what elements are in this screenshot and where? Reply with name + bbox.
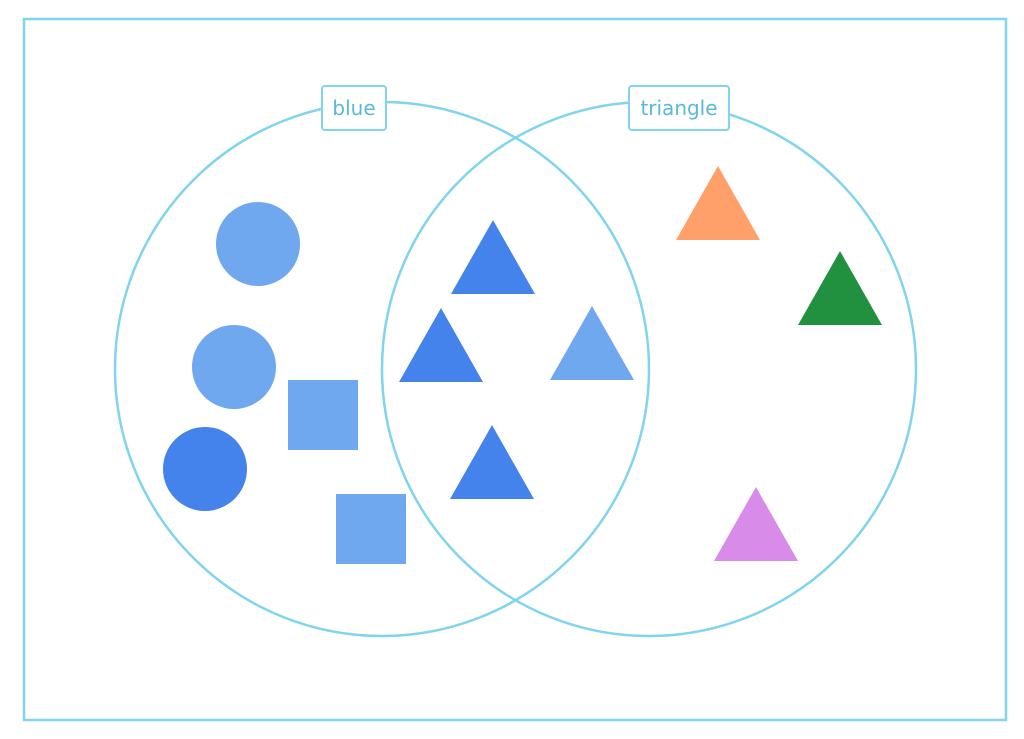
- green-triangle-11: [798, 251, 882, 325]
- blue-triangle-7: [399, 308, 483, 382]
- outer-frame: [22, 17, 1008, 722]
- blue-triangle-6: [451, 220, 535, 294]
- light-blue-circle-2: [192, 325, 276, 409]
- blue-circle-3: [163, 427, 247, 511]
- light-blue-circle-1: [216, 202, 300, 286]
- light-blue-square-5: [336, 494, 406, 564]
- blue-triangle-9: [450, 425, 534, 499]
- shape-items: [163, 166, 882, 564]
- orange-triangle-10: [676, 166, 760, 240]
- set-label-triangle: triangle: [628, 85, 730, 131]
- light-blue-triangle-8: [550, 306, 634, 380]
- light-blue-square-4: [288, 380, 358, 450]
- violet-triangle-12: [714, 487, 798, 561]
- set-label-blue: blue: [321, 85, 387, 131]
